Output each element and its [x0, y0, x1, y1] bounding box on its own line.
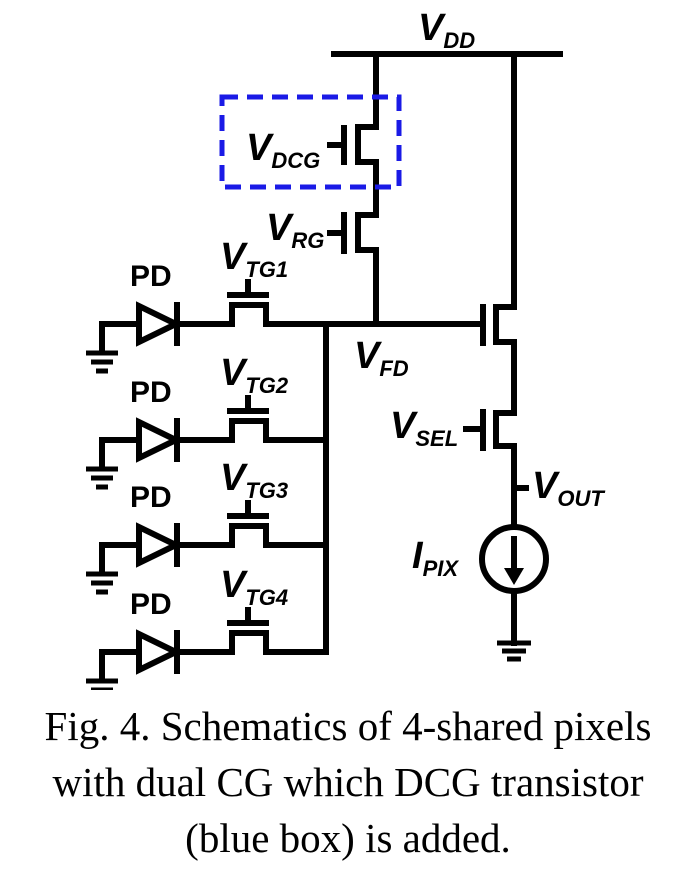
- pd-label: PD: [130, 376, 172, 409]
- photodiode-icon: [136, 522, 183, 568]
- current-source-icon: [479, 524, 549, 646]
- pd-label: PD: [130, 588, 172, 621]
- ground-icon: [497, 640, 531, 662]
- ground-icon: [86, 437, 142, 490]
- pixel-branch-2: PD VTG2: [86, 352, 329, 490]
- vtg-label: VTG2: [220, 352, 289, 398]
- vdcg-label: VDCG: [246, 127, 320, 173]
- pixel-schematic: VDD VDCG VRG VFD VSEL VOUT: [86, 7, 605, 690]
- transfer-gate-transistor: [174, 279, 329, 327]
- vrg-label: VRG: [266, 207, 324, 253]
- transfer-gate-transistor: [174, 395, 329, 443]
- vsel-label: VSEL: [390, 405, 458, 451]
- ground-icon: [86, 321, 142, 374]
- vout-label: VOUT: [532, 465, 605, 511]
- pd-label: PD: [130, 260, 172, 293]
- vtg-label: VTG3: [220, 457, 288, 503]
- figure-caption: Fig. 4. Schematics of 4-shared pixels wi…: [0, 698, 696, 866]
- ground-icon: [86, 542, 142, 595]
- pd-label: PD: [130, 481, 172, 514]
- vtg-label: VTG4: [220, 564, 288, 610]
- photodiode-icon: [136, 301, 183, 347]
- caption-line: (blue box) is added.: [185, 815, 511, 861]
- photodiode-icon: [136, 629, 183, 675]
- caption-line: with dual CG which DCG transistor: [52, 759, 644, 805]
- transfer-gate-transistor: [174, 607, 329, 655]
- vtg-label: VTG1: [220, 236, 288, 282]
- vfd-label: VFD: [354, 335, 409, 381]
- sel-transistor: [463, 409, 517, 530]
- sf-transistor: [480, 51, 517, 416]
- vdd-label: VDD: [418, 7, 475, 53]
- pixel-branch-1: PD VTG1: [86, 236, 329, 374]
- transfer-gate-transistor: [174, 500, 329, 548]
- caption-line: Fig. 4. Schematics of 4-shared pixels: [44, 703, 652, 749]
- ipix-label: IPIX: [412, 535, 459, 581]
- photodiode-icon: [136, 417, 183, 463]
- pixel-branch-3: PD VTG3: [86, 457, 329, 595]
- rg-transistor: [327, 212, 379, 327]
- pixel-branch-4: PD VTG4: [86, 564, 329, 690]
- ground-icon: [86, 649, 142, 690]
- dcg-highlight-box: [219, 94, 402, 190]
- dcg-transistor: [327, 51, 379, 218]
